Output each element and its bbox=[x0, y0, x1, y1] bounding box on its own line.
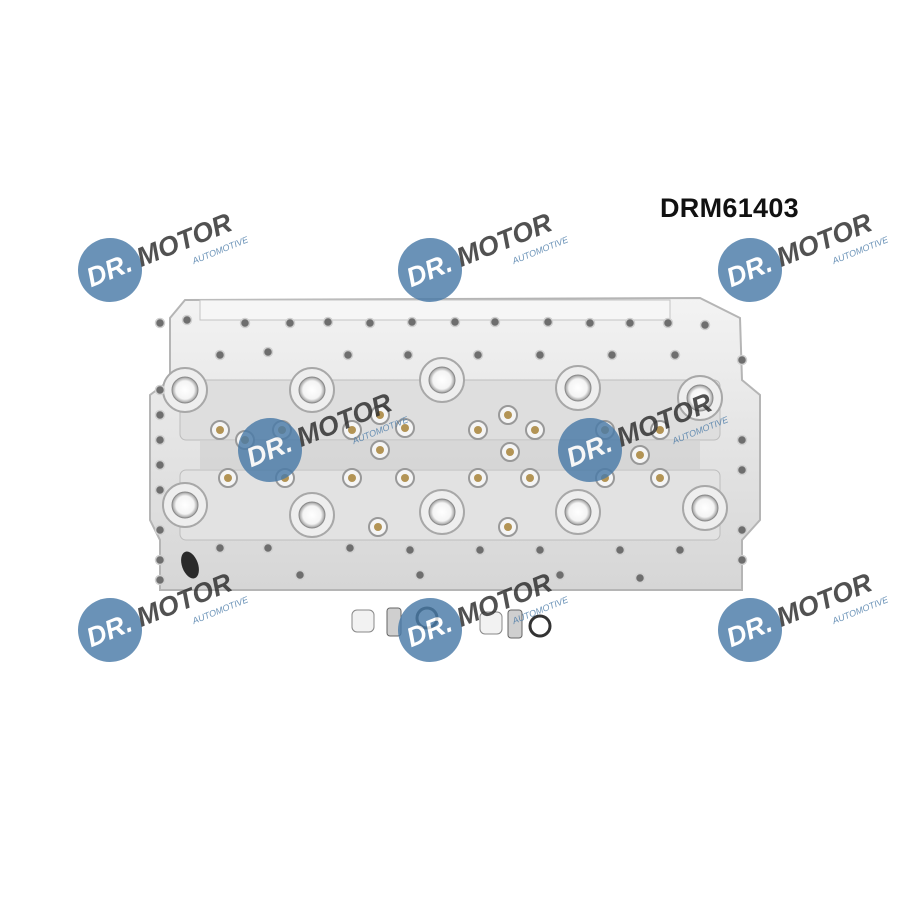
mounting-hole bbox=[584, 317, 596, 329]
mounting-hole bbox=[534, 544, 546, 556]
logo-disc bbox=[238, 418, 302, 482]
bore-inner bbox=[298, 376, 326, 404]
valve-guide-core bbox=[376, 411, 384, 419]
mounting-hole bbox=[634, 572, 646, 584]
mounting-hole bbox=[406, 316, 418, 328]
valve-guide-core bbox=[656, 474, 664, 482]
mounting-hole bbox=[489, 316, 501, 328]
mounting-hole bbox=[662, 317, 674, 329]
valve-guide-core bbox=[348, 426, 356, 434]
valve-guide-core bbox=[474, 426, 482, 434]
mounting-hole bbox=[344, 542, 356, 554]
mounting-hole bbox=[736, 554, 748, 566]
part-code-label: DRM61403 bbox=[660, 193, 799, 223]
mounting-hole bbox=[262, 542, 274, 554]
mounting-hole bbox=[674, 544, 686, 556]
mounting-hole bbox=[154, 409, 166, 421]
mounting-hole bbox=[414, 569, 426, 581]
mounting-hole bbox=[322, 316, 334, 328]
bore-inner bbox=[298, 501, 326, 529]
mounting-hole bbox=[181, 314, 193, 326]
mounting-hole bbox=[364, 317, 376, 329]
mounting-hole bbox=[472, 349, 484, 361]
valve-guide-core bbox=[636, 451, 644, 459]
mounting-hole bbox=[154, 554, 166, 566]
mounting-hole bbox=[214, 349, 226, 361]
logo-disc bbox=[78, 598, 142, 662]
mounting-hole bbox=[154, 459, 166, 471]
mounting-hole bbox=[614, 544, 626, 556]
bore-inner bbox=[564, 498, 592, 526]
logo-disc bbox=[718, 598, 782, 662]
valve-guide-core bbox=[526, 474, 534, 482]
mounting-hole bbox=[474, 544, 486, 556]
mounting-hole bbox=[402, 349, 414, 361]
mounting-hole bbox=[154, 434, 166, 446]
mounting-hole bbox=[342, 349, 354, 361]
mounting-hole bbox=[262, 346, 274, 358]
mounting-hole bbox=[154, 524, 166, 536]
valve-guide-core bbox=[374, 523, 382, 531]
bolt-bores bbox=[162, 357, 728, 538]
mounting-hole bbox=[736, 464, 748, 476]
brand-text-tail: MOTOR bbox=[132, 207, 236, 272]
bore-inner bbox=[171, 376, 199, 404]
logo-disc bbox=[558, 418, 622, 482]
mounting-hole bbox=[542, 316, 554, 328]
brand-text-tail: MOTOR bbox=[772, 567, 876, 632]
mounting-hole bbox=[294, 569, 306, 581]
mounting-hole bbox=[699, 319, 711, 331]
mounting-hole bbox=[736, 354, 748, 366]
valve-guide-core bbox=[401, 424, 409, 432]
valve-guide-core bbox=[504, 523, 512, 531]
valve-guide-core bbox=[474, 474, 482, 482]
mounting-hole bbox=[736, 434, 748, 446]
valve-guide-core bbox=[504, 411, 512, 419]
bore-inner bbox=[171, 491, 199, 519]
bore-inner bbox=[686, 384, 714, 412]
logo-disc bbox=[398, 598, 462, 662]
valve-guide-core bbox=[376, 446, 384, 454]
logo-disc bbox=[78, 238, 142, 302]
valve-guide-core bbox=[224, 474, 232, 482]
valve-guide-core bbox=[656, 426, 664, 434]
mounting-hole bbox=[736, 524, 748, 536]
valve-guide-core bbox=[216, 426, 224, 434]
mounting-hole bbox=[284, 317, 296, 329]
valve-guide-core bbox=[348, 474, 356, 482]
mounting-hole bbox=[154, 384, 166, 396]
valve-guide-core bbox=[401, 474, 409, 482]
bore-inner bbox=[564, 374, 592, 402]
mounting-hole bbox=[239, 317, 251, 329]
mounting-hole bbox=[154, 574, 166, 586]
mounting-hole bbox=[154, 317, 166, 329]
mounting-hole bbox=[669, 349, 681, 361]
mounting-hole bbox=[554, 569, 566, 581]
mounting-hole bbox=[606, 349, 618, 361]
brand-text-tail: MOTOR bbox=[452, 207, 556, 272]
bore-inner bbox=[428, 498, 456, 526]
mounting-hole bbox=[154, 484, 166, 496]
mounting-holes bbox=[154, 314, 748, 586]
valve-guide-core bbox=[531, 426, 539, 434]
mounting-hole bbox=[534, 349, 546, 361]
valve-guide-core bbox=[506, 448, 514, 456]
bore-inner bbox=[428, 366, 456, 394]
bore-inner bbox=[691, 494, 719, 522]
mounting-hole bbox=[624, 317, 636, 329]
mounting-hole bbox=[449, 316, 461, 328]
mounting-hole bbox=[214, 542, 226, 554]
logo-disc bbox=[718, 238, 782, 302]
mounting-hole bbox=[404, 544, 416, 556]
logo-disc bbox=[398, 238, 462, 302]
